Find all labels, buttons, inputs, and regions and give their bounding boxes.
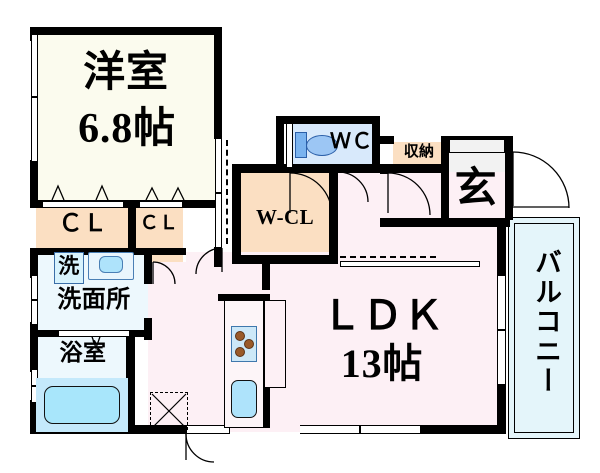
label-ldk-name: ＬＤＫ xyxy=(321,293,445,338)
label-bath: 浴室 xyxy=(59,340,107,365)
window-washroom-mullion xyxy=(31,299,38,301)
window-ldk-balcony-mullion xyxy=(497,329,506,331)
room-corridor xyxy=(186,252,336,292)
label-balcony: バルコニー xyxy=(531,248,561,397)
room-balcony xyxy=(508,217,580,439)
window-entrance-transom xyxy=(449,139,505,153)
window-bedroom-left-mullion xyxy=(31,96,38,98)
room-storage xyxy=(393,142,445,167)
label-walk-closet: W-CL xyxy=(255,205,315,229)
corridor-sliding-door-dashed[interactable] xyxy=(340,256,436,260)
window-ldk-bottom-mullion xyxy=(359,425,361,434)
label-closet-right: ＣＬ xyxy=(139,213,179,234)
closet-right-door[interactable] xyxy=(139,201,183,208)
kitchen-sink-basin xyxy=(231,380,257,418)
vanity-sink-basin xyxy=(99,256,123,273)
label-washroom: 洗面所 xyxy=(57,287,131,313)
window-bedroom-left xyxy=(31,35,38,161)
room-closet-right xyxy=(135,207,183,252)
stove-burner-3 xyxy=(235,347,245,357)
window-wc xyxy=(286,124,293,167)
label-wc: ＷＣ xyxy=(330,129,373,153)
balcony-inner-line xyxy=(514,223,574,433)
stove-burner-1 xyxy=(235,331,245,341)
window-bedroom-right-mullion xyxy=(215,192,222,194)
label-storage: 収納 xyxy=(403,144,435,160)
label-ldk-size: 13帖 xyxy=(340,341,424,386)
label-bedroom-size: 6.8帖 xyxy=(78,106,176,152)
corridor-sliding-door-panel[interactable] xyxy=(340,261,480,267)
bedroom-sliding-door-dashed[interactable] xyxy=(226,140,230,244)
label-closet-left: ＣＬ xyxy=(58,211,108,237)
label-bedroom-name: 洋室 xyxy=(83,50,169,96)
label-washer: 洗 xyxy=(58,254,80,278)
stove-burner-2 xyxy=(244,339,254,349)
room-closet-left xyxy=(36,207,128,252)
bathtub-fixture xyxy=(44,386,120,424)
kitchen-partition xyxy=(264,300,286,388)
washing-machine-space xyxy=(54,252,84,284)
closet-left-door[interactable] xyxy=(42,201,124,208)
label-entrance: 玄 xyxy=(454,166,498,212)
room-bedroom xyxy=(34,31,218,206)
toilet-bowl xyxy=(306,135,338,156)
bath-door-panel[interactable] xyxy=(58,330,130,337)
window-bath-mullion xyxy=(31,385,38,387)
pipe-shaft-box xyxy=(150,392,188,430)
